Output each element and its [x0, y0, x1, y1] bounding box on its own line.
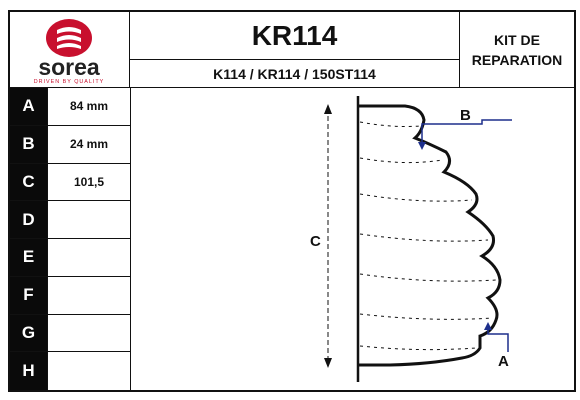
brand-logo-cell: sorea DRIVEN BY QUALITY	[10, 12, 130, 88]
arrow-down-icon	[324, 358, 332, 368]
logo-stripe-mid	[57, 35, 81, 42]
brand-tagline: DRIVEN BY QUALITY	[34, 79, 105, 85]
dim-row-g: G	[10, 314, 130, 353]
dim-row-d: D	[10, 201, 130, 239]
logo-stripe-top	[57, 27, 81, 34]
fold-line-3	[359, 193, 473, 202]
label-b: B	[460, 107, 471, 124]
dim-row-b: B 24 mm	[10, 125, 130, 164]
dim-letter: G	[10, 314, 48, 352]
dim-value	[48, 352, 130, 390]
dim-value	[48, 239, 130, 276]
dim-row-a: A 84 mm	[10, 88, 130, 126]
dim-letter: H	[10, 352, 48, 390]
arrow-b-icon	[418, 142, 426, 150]
dim-row-f: F	[10, 276, 130, 315]
arrow-up-icon	[324, 104, 332, 114]
dimension-b-leader	[421, 119, 512, 146]
dim-letter: D	[10, 201, 48, 238]
fold-line-4	[359, 233, 489, 242]
dim-value: 24 mm	[69, 137, 109, 152]
boot-drawing-area: C B A	[130, 88, 574, 390]
fold-line-5	[359, 273, 497, 282]
dim-letter: B	[10, 125, 48, 163]
label-a: A	[498, 353, 509, 370]
dim-letter: E	[10, 239, 48, 276]
boot-outline	[358, 104, 502, 367]
dim-letter: F	[10, 276, 48, 314]
fold-line-1	[359, 121, 421, 127]
dim-letter: C	[10, 163, 48, 201]
kit-title-line1: KIT DE	[494, 31, 540, 48]
dim-value: 101,5	[73, 174, 105, 189]
dim-value: 84 mm	[69, 99, 109, 114]
logo-stripe-bottom	[57, 43, 81, 49]
arrow-a-icon	[484, 322, 492, 330]
dim-row-h: H	[10, 352, 130, 390]
brand-logo: sorea DRIVEN BY QUALITY	[34, 19, 105, 85]
product-reference: KR114	[130, 12, 460, 60]
cv-boot-diagram: C B A	[310, 96, 512, 382]
fold-line-6	[359, 313, 493, 320]
product-sheet: sorea DRIVEN BY QUALITY KR114 K114 / KR1…	[8, 10, 576, 392]
label-c: C	[310, 233, 321, 250]
dim-letter: A	[10, 88, 48, 125]
fold-line-7	[359, 345, 477, 351]
kit-title-line2: REPARATION	[471, 51, 563, 68]
brand-name: sorea	[38, 54, 100, 80]
fold-line-2	[359, 157, 443, 164]
dim-row-e: E	[10, 239, 130, 277]
dim-value	[48, 315, 130, 352]
dimension-table: A 84 mm B 24 mm C 101,5 D E F G H	[10, 88, 131, 390]
kit-title: KIT DE REPARATION	[460, 12, 574, 88]
dim-value	[48, 277, 130, 314]
dim-value	[48, 201, 130, 238]
cross-references: K114 / KR114 / 150ST114	[130, 60, 460, 88]
dim-row-c: C 101,5	[10, 163, 130, 202]
